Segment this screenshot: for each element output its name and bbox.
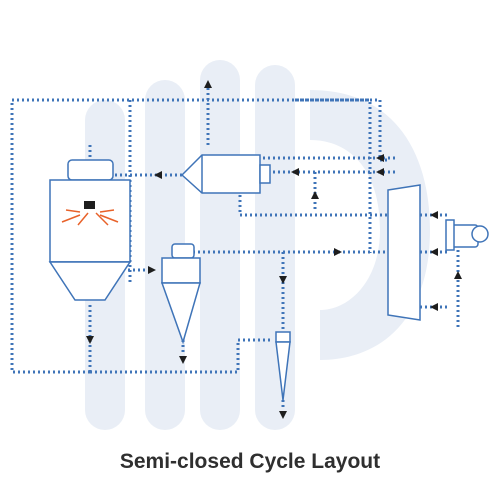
spray-dryer-chamber-icon [48,159,132,301]
cyclone-separator-icon [160,243,201,345]
condenser-icon [180,154,271,194]
spray-icon [61,209,119,226]
watermark-logo-icon [85,60,430,430]
fan-motor-icon [445,219,489,251]
diagram-title: Semi-closed Cycle Layout [119,450,381,473]
upper-right-pipe [295,98,390,162]
recycle-loop-line [10,98,372,374]
heater-panel-icon [387,184,421,321]
bag-filter-line [90,252,285,374]
bag-filter-cyclone-icon [275,331,291,401]
